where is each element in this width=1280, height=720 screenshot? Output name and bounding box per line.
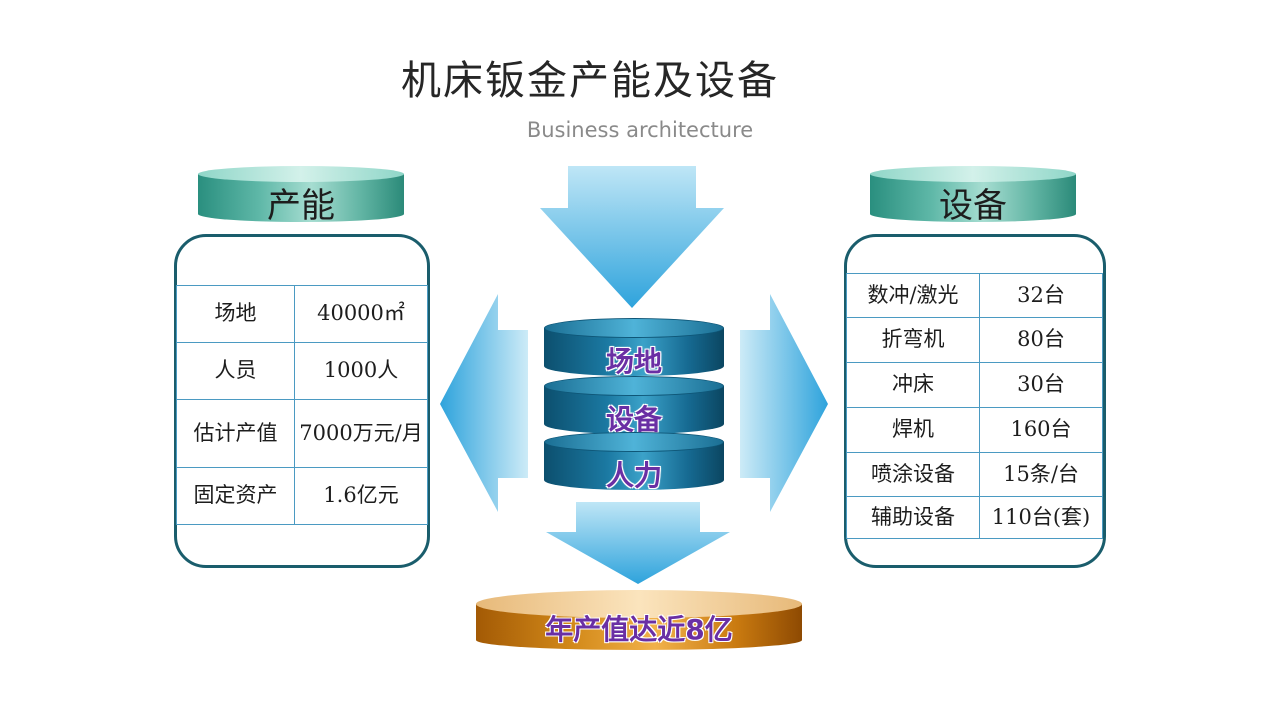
arrow-right	[740, 294, 828, 512]
page-subtitle: Business architecture	[526, 118, 754, 142]
equipment-item: 焊机	[846, 407, 980, 453]
equipment-count: 80台	[979, 317, 1103, 363]
layer-equipment-label: 设备	[605, 403, 662, 436]
page-title: 机床钣金产能及设备	[401, 58, 779, 104]
equipment-header-label: 设备	[939, 186, 1007, 226]
equipment-count: 15条/台	[979, 452, 1103, 497]
equipment-item: 折弯机	[846, 317, 980, 363]
arrow-left	[440, 294, 528, 512]
capacity-header-label: 产能	[267, 186, 335, 226]
capacity-value: 40000㎡	[294, 285, 428, 343]
equipment-item: 冲床	[846, 362, 980, 408]
equipment-count: 110台(套)	[979, 496, 1103, 539]
equipment-header: 设备	[870, 166, 1076, 228]
layer-site-label: 场地	[605, 345, 662, 378]
layer-manpower: 人力	[544, 432, 724, 492]
table-row: 折弯机 80台	[846, 317, 1103, 363]
table-row: 焊机 160台	[846, 407, 1103, 453]
table-row: 估计产值 7000万元/月	[176, 399, 428, 468]
capacity-item: 人员	[176, 342, 295, 400]
equipment-count: 30台	[979, 362, 1103, 408]
equipment-count: 32台	[979, 273, 1103, 318]
table-row: 喷涂设备 15条/台	[846, 452, 1103, 497]
table-row: 场地 40000㎡	[176, 285, 428, 343]
arrow-top-down	[540, 166, 724, 308]
table-row: 冲床 30台	[846, 362, 1103, 408]
arrow-bottom-down	[546, 502, 730, 584]
capacity-value: 7000万元/月	[294, 399, 428, 468]
annual-output-label: 年产值达近8亿	[545, 613, 733, 646]
equipment-item: 喷涂设备	[846, 452, 980, 497]
capacity-item: 固定资产	[176, 467, 295, 525]
equipment-item: 辅助设备	[846, 496, 980, 539]
layer-site: 场地	[544, 318, 724, 378]
table-row: 人员 1000人	[176, 342, 428, 400]
capacity-item: 场地	[176, 285, 295, 343]
capacity-value: 1000人	[294, 342, 428, 400]
capacity-header: 产能	[198, 166, 404, 228]
equipment-item: 数冲/激光	[846, 273, 980, 318]
layer-equipment: 设备	[544, 376, 724, 436]
layer-manpower-label: 人力	[605, 459, 662, 492]
annual-output-disc: 年产值达近8亿	[476, 590, 802, 654]
table-row: 固定资产 1.6亿元	[176, 467, 428, 525]
table-row: 数冲/激光 32台	[846, 273, 1103, 318]
capacity-item: 估计产值	[176, 399, 295, 468]
table-row: 辅助设备 110台(套)	[846, 496, 1103, 539]
equipment-count: 160台	[979, 407, 1103, 453]
equipment-table: 数冲/激光 32台 折弯机 80台 冲床 30台 焊机 160台 喷涂设备 15…	[846, 273, 1103, 539]
capacity-table: 场地 40000㎡ 人员 1000人 估计产值 7000万元/月 固定资产 1.…	[176, 285, 428, 525]
capacity-value: 1.6亿元	[294, 467, 428, 525]
